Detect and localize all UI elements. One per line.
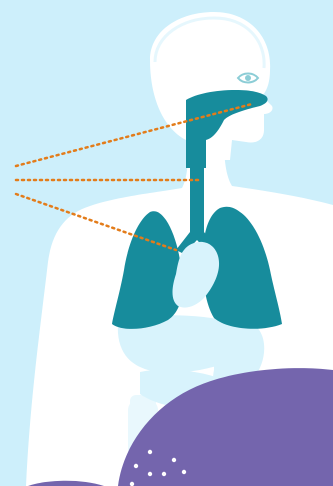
dot xyxy=(148,472,152,476)
dot xyxy=(162,472,166,476)
dot xyxy=(148,450,152,454)
dot xyxy=(182,470,186,474)
dot xyxy=(130,482,134,486)
dot xyxy=(134,464,138,468)
eye-pupil xyxy=(245,75,251,81)
dot xyxy=(172,458,176,462)
trachea xyxy=(190,160,204,240)
